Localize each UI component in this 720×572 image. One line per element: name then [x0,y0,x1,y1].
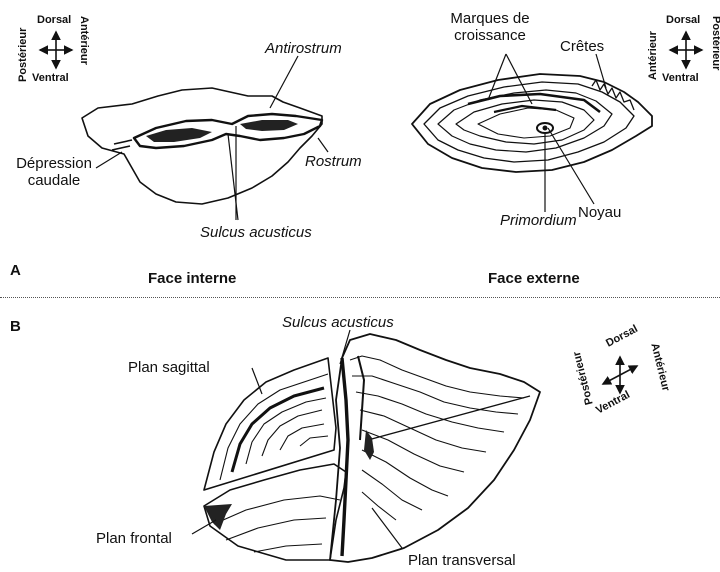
label-marques-line1: Marques de [450,10,529,27]
otolith-inner-face [82,88,322,204]
label-plan-transversal: Plan transversal [408,552,516,569]
compass-arrows-a-left [40,32,72,68]
label-noyau: Noyau [578,204,621,221]
section-divider [0,297,720,298]
label-plan-frontal: Plan frontal [96,530,172,547]
label-rostrum: Rostrum [305,153,362,170]
label-primordium: Primordium [500,212,577,229]
label-depression-caudale: Dépression caudale [6,155,102,189]
compass-a-right-ventral: Ventral [662,72,699,84]
compass-a-left-dorsal: Dorsal [37,14,71,26]
label-marques-croissance: Marques de croissance [430,10,550,44]
label-sulcus-b: Sulcus acusticus [282,314,394,331]
label-depression-line2: caudale [28,172,81,189]
label-marques-line2: croissance [454,27,526,44]
otolith-outer-face [412,74,652,172]
label-depression-line1: Dépression [16,155,92,172]
label-cretes: Crêtes [560,38,604,55]
compass-arrows-b [603,357,637,393]
compass-a-left-ventral: Ventral [32,72,69,84]
label-antirostrum: Antirostrum [265,40,342,57]
compass-a-left-posterior: Postérieur [17,28,29,82]
compass-a-right-anterior: Antérieur [647,31,659,80]
face-interne-title: Face interne [148,270,236,287]
compass-a-right-dorsal: Dorsal [666,14,700,26]
compass-a-right-posterior: Postérieur [710,16,720,70]
label-sulcus-a: Sulcus acusticus [200,224,312,241]
compass-arrows-a-right [670,32,702,68]
face-externe-title: Face externe [488,270,580,287]
panel-a-letter: A [10,262,21,279]
label-plan-sagittal: Plan sagittal [128,359,210,376]
leader-lines-a-left [96,56,328,220]
compass-a-left-anterior: Antérieur [78,16,90,65]
panel-b-letter: B [10,318,21,335]
otolith-sectioned [204,334,540,562]
